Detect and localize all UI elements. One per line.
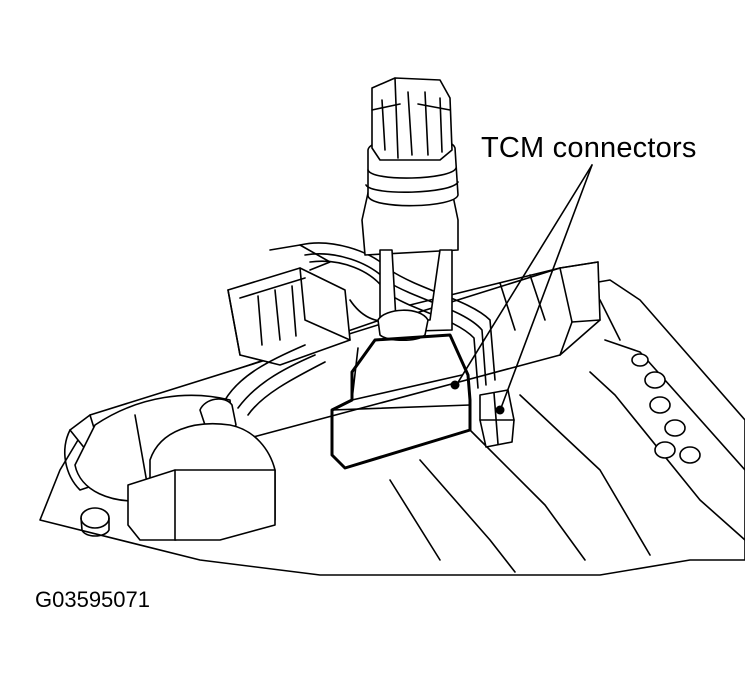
- callout-label: TCM connectors: [481, 132, 697, 164]
- callout-leader-lines: [456, 164, 593, 409]
- left-harness-connector: [227, 244, 351, 366]
- vertical-sensor-connector: [361, 77, 459, 333]
- wire-harness-left: [127, 344, 326, 541]
- plate-holes: [631, 353, 701, 464]
- figure-id: G03595071: [35, 587, 150, 612]
- tcm-connector-small: [479, 389, 515, 448]
